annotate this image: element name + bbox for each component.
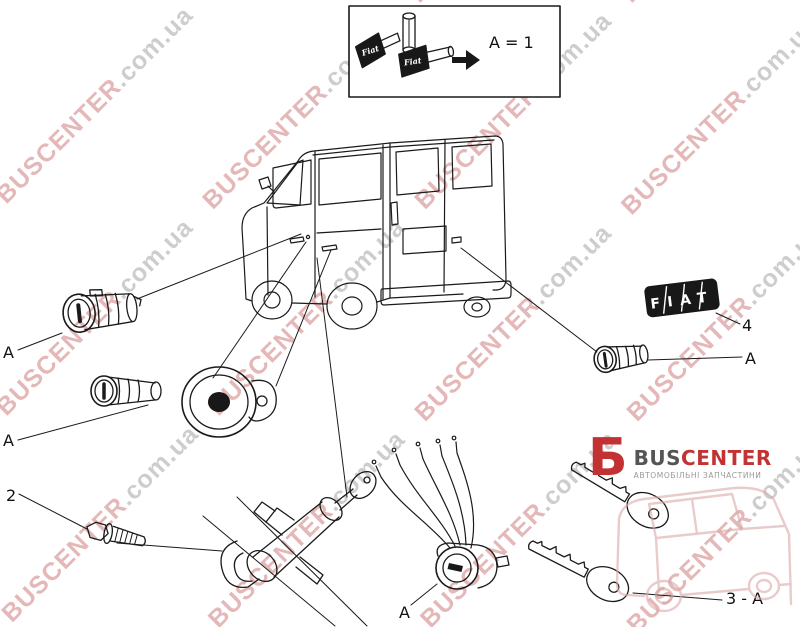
- lock-cylinder-and-escutcheon: [90, 366, 277, 438]
- bolt: [86, 521, 146, 547]
- steering-lock-assembly: [220, 470, 377, 589]
- label-2-bolt: 2: [6, 486, 16, 505]
- fiat-badge-text: FIAT: [650, 289, 716, 313]
- label-a-door-lock: A: [3, 343, 14, 362]
- arrow-right-icon: [452, 50, 480, 70]
- logo-tagline: АВТОМОБІЛЬНІ ЗАПЧАСТИНИ: [633, 471, 762, 480]
- logo-text: BUSCENTER АВТОМОБІЛЬНІ ЗАПЧАСТИНИ: [634, 434, 772, 480]
- logo-van-sketch: [615, 486, 793, 613]
- logo-name-gray: BUS: [633, 446, 682, 470]
- label-4-badge: 4: [742, 316, 752, 335]
- label-a-escutcheon: A: [3, 431, 14, 450]
- key-brand-text: Fiat: [402, 55, 422, 68]
- ignition-wires: [371, 435, 475, 549]
- label-a-ignition: A: [399, 603, 410, 622]
- buscenter-logo: Б BUSCENTER АВТОМОБІЛЬНІ ЗАПЧАСТИНИ: [588, 428, 800, 627]
- fiat-badge: FIAT: [644, 278, 720, 318]
- logo-name-red: CENTER: [681, 446, 772, 470]
- logo-row: Б BUSCENTER АВТОМОБІЛЬНІ ЗАПЧАСТИНИ: [588, 428, 800, 488]
- legend-box: Fiat Fiat A = 1: [348, 5, 561, 98]
- label-a-right: A: [745, 349, 756, 368]
- key-blank-flag-icon-2: Fiat: [398, 44, 455, 78]
- van-illustration: [241, 135, 512, 330]
- door-lock-cylinder-right: [593, 344, 649, 374]
- labels: A A 2 4 A 3 - A A: [3, 316, 763, 622]
- label-3a-keys: 3 - A: [726, 589, 763, 608]
- logo-mark: Б: [588, 428, 628, 488]
- door-lock-cylinder-left: [62, 289, 142, 333]
- legend-label: A = 1: [489, 33, 534, 52]
- logo-name: BUSCENTER: [634, 448, 772, 468]
- ignition-switch: [371, 435, 510, 590]
- key-blank-flag-icon-1: Fiat: [354, 32, 401, 69]
